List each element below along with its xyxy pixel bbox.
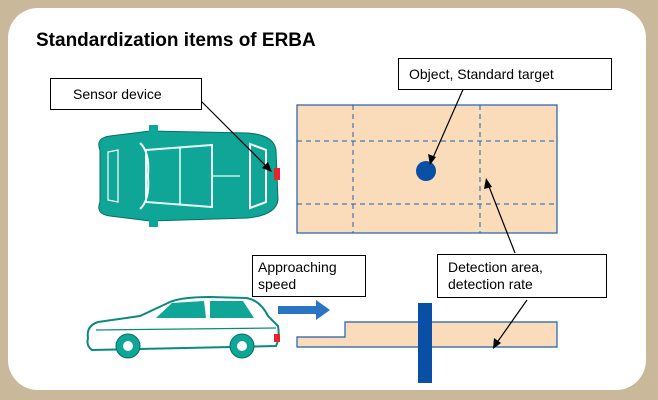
leader-arrowheads: [262, 154, 501, 349]
label-sensor-device: Sensor device: [50, 78, 202, 110]
car-top-view-icon: [98, 125, 280, 227]
standard-target-bar: [418, 303, 432, 383]
target-dot-icon: [416, 161, 436, 181]
sensor-icon: [274, 168, 280, 180]
label-approaching-speed: Approaching speed: [252, 255, 366, 297]
car-side-view-icon: [86, 295, 280, 359]
detection-grid: [297, 105, 557, 233]
diagram-title: Standardization items of ERBA: [36, 30, 316, 51]
label-detection-area: Detection area, detection rate: [437, 254, 607, 298]
label-object-target: Object, Standard target: [398, 58, 612, 90]
leader-lines: [199, 84, 528, 345]
speed-arrow-icon: [278, 300, 330, 320]
